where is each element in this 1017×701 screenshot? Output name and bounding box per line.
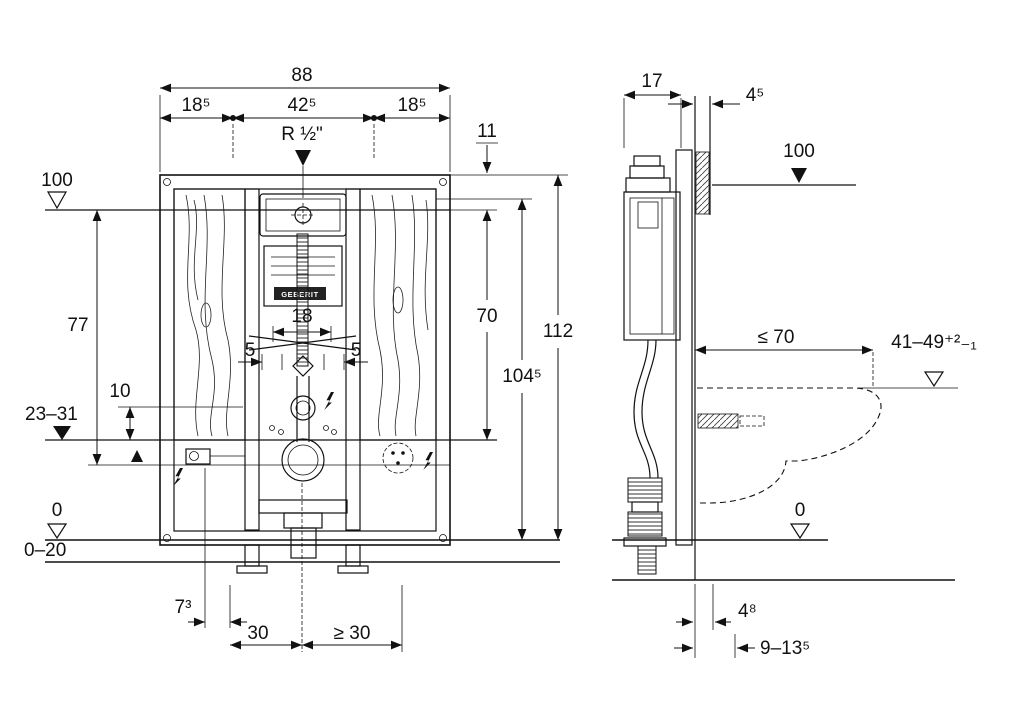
- level-0-label: 0: [52, 500, 63, 521]
- dim-pipe-range: 9–13⁵: [760, 638, 810, 659]
- dim-foot-offset: 7³: [175, 597, 192, 618]
- level-100-label: 100: [41, 170, 73, 191]
- level-marker-0-open: [46, 523, 68, 540]
- wall-mount-plate: [695, 151, 710, 215]
- dim-112: 112: [543, 321, 573, 342]
- side-level-0-label: 0: [795, 500, 806, 521]
- front-right-dimensions: 70 104⁵ 112: [436, 174, 573, 540]
- left-connection-box: [173, 448, 245, 486]
- front-left-dimensions: 100 77 10 23–31 0 0–20: [24, 170, 243, 561]
- electrical-bolt-icon: [324, 392, 334, 410]
- dim-5-left: 5: [245, 340, 256, 361]
- dim-overall-width: 88: [291, 65, 312, 86]
- side-level-100-label: 100: [783, 141, 815, 162]
- front-top-dimensions: 88 18⁵ 42⁵ 18⁵ R ½" 11: [159, 65, 498, 198]
- side-top-dimensions: 17 4⁵ 100: [623, 71, 815, 162]
- level-marker-outlet-filled: [53, 426, 71, 440]
- dim-5-right: 5: [351, 340, 362, 361]
- side-frame-rail: [675, 96, 711, 580]
- side-view: 17 4⁵ 100 ≤ 70 41–49⁺²₋₁ 0 4⁸ 9–13⁵: [612, 71, 977, 659]
- side-cistern: [623, 155, 681, 341]
- level-marker-100-open: [46, 191, 68, 210]
- dim-70: 70: [476, 306, 497, 327]
- dim-frame-depth: 17: [641, 71, 662, 92]
- dim-top-edge: 11: [477, 121, 497, 142]
- front-bottom-dimensions: 7³ 30 ≥ 30: [175, 468, 403, 652]
- dim-water-supply: R ½": [281, 124, 323, 145]
- dim-offset-right: 18⁵: [397, 95, 426, 116]
- dim-10: 10: [109, 381, 130, 402]
- dim-1045: 104⁵: [502, 366, 542, 387]
- front-inner-dimensions: 18 5 5: [238, 306, 368, 370]
- floor-range-label: 0–20: [24, 540, 66, 561]
- concealed-cistern: GEBERIT: [259, 193, 347, 367]
- wc-bowl-dashed-outline: [697, 387, 882, 504]
- bowl-mounting-block: [697, 413, 739, 429]
- optional-outlet-dashed: [382, 442, 414, 474]
- side-bowl-dimensions: ≤ 70 41–49⁺²₋₁ 0: [695, 327, 977, 521]
- level-marker-bowl-open: [923, 371, 945, 388]
- dim-offset-center: 42⁵: [287, 95, 316, 116]
- side-bottom-dimensions: 4⁸ 9–13⁵: [674, 584, 810, 659]
- wc-bracket-assembly: [248, 335, 433, 482]
- dim-ge-30: ≥ 30: [334, 623, 371, 644]
- front-view: GEBERIT: [24, 65, 573, 652]
- frame-legs: [236, 544, 369, 574]
- dim-30: 30: [247, 623, 268, 644]
- dim-bowl-depth: ≤ 70: [758, 327, 795, 348]
- wood-panel-right: [359, 188, 437, 441]
- level-lines-side: [612, 168, 958, 581]
- frame-edge-marker: [131, 450, 143, 462]
- dim-18: 18: [291, 306, 312, 327]
- dim-offset-left: 18⁵: [181, 95, 210, 116]
- dim-wall-offset: 4⁵: [746, 85, 764, 106]
- supply-arrow: [295, 150, 311, 166]
- dim-bowl-height-range: 41–49⁺²₋₁: [891, 332, 977, 353]
- dim-outlet-offset: 4⁸: [738, 601, 757, 622]
- level-marker-100-filled: [791, 168, 807, 183]
- level-outlet-label: 23–31: [25, 404, 78, 425]
- dim-77: 77: [67, 315, 88, 336]
- wood-panel-left: [173, 188, 246, 441]
- level-marker-0-open: [789, 523, 811, 540]
- drain-assembly: [258, 499, 348, 559]
- electrical-bolt-icon: [173, 468, 183, 486]
- side-flush-pipes: [623, 339, 667, 575]
- electrical-bolt-icon: [423, 452, 433, 470]
- threaded-flush-pipe: [296, 233, 309, 367]
